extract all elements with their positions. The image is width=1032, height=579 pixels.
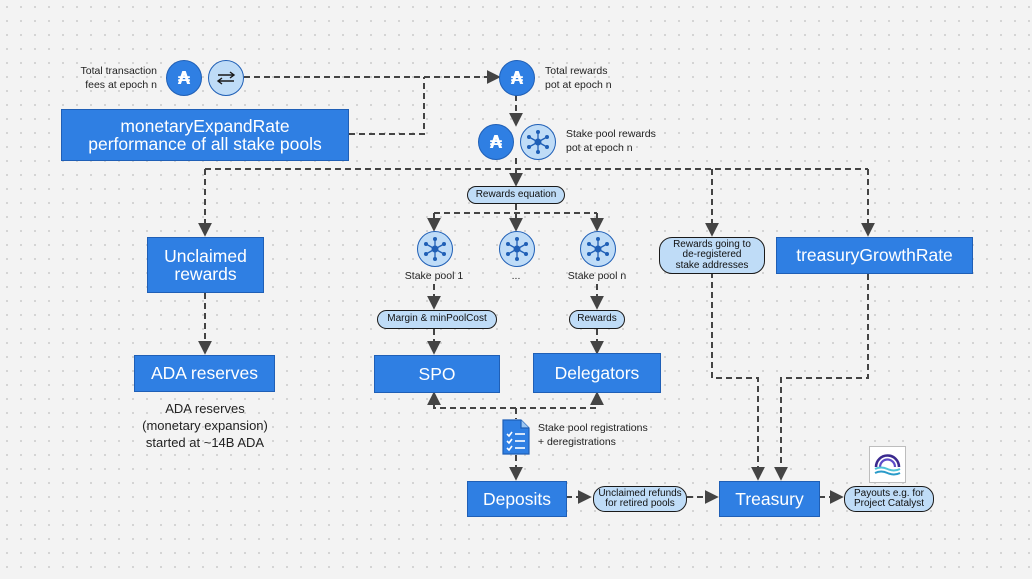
reserves-note-line2: (monetary expansion) xyxy=(142,417,268,433)
rewards-pill: Rewards xyxy=(569,310,625,329)
stake-pool-n-label: Stake pool n xyxy=(567,270,627,282)
reserves-note-line1: ADA reserves xyxy=(165,401,245,416)
treasury-growth-box-text: treasuryGrowthRate xyxy=(796,245,953,266)
unclaimed-box-line2: rewards xyxy=(174,264,237,284)
deposits-box-text: Deposits xyxy=(482,488,552,509)
stake-pool-1-label: Stake pool 1 xyxy=(404,270,464,282)
project-catalyst-logo-icon xyxy=(869,446,906,483)
spo-box-text: SPO xyxy=(418,363,456,384)
fees-label-line1: Total transaction xyxy=(80,65,157,77)
stake-pool-network-icon xyxy=(520,124,556,160)
network-glyph xyxy=(587,237,609,261)
monetary-expand-rate-box: monetaryExpandRate performance of all st… xyxy=(61,109,349,161)
ada-coin-icon: ₳ xyxy=(166,60,202,96)
ada-reserves-box: ADA reserves xyxy=(134,355,275,392)
fees-label: Total transaction fees at epoch n xyxy=(60,65,157,92)
deregistered-line3: stake addresses xyxy=(675,259,749,271)
catalyst-glyph xyxy=(874,454,901,476)
arrow-growth-to-treasury xyxy=(774,274,869,481)
transfer-arrows-icon xyxy=(208,60,244,96)
rewards-pot-label-line1: Total rewards xyxy=(545,65,608,77)
stake-pool-network-icon xyxy=(499,231,535,267)
registrations-label: Stake pool registrations + deregistratio… xyxy=(538,422,648,449)
rewards-equation-pill: Rewards equation xyxy=(467,186,565,204)
delegators-box-text: Delegators xyxy=(554,362,640,383)
network-glyph xyxy=(506,237,528,261)
treasury-box: Treasury xyxy=(719,481,820,517)
spo-box: SPO xyxy=(374,355,500,393)
deregistered-line1: Rewards going to xyxy=(673,238,751,250)
treasury-growth-rate-box: treasuryGrowthRate xyxy=(776,237,973,274)
margin-min-pool-cost-pill: Margin & minPoolCost xyxy=(377,310,497,329)
rewards-pot-label-line2: pot at epoch n xyxy=(545,78,612,91)
monetary-box-line2: performance of all stake pools xyxy=(88,134,322,154)
deposits-box: Deposits xyxy=(467,481,567,517)
ada-glyph: ₳ xyxy=(177,67,191,89)
ada-coin-icon: ₳ xyxy=(478,124,514,160)
unclaimed-rewards-box: Unclaimed rewards xyxy=(147,237,264,293)
ada-coin-icon: ₳ xyxy=(499,60,535,96)
treasury-box-text: Treasury xyxy=(735,488,804,509)
refunds-line1: Unclaimed refunds xyxy=(598,487,682,499)
connector-monetary-to-rewards xyxy=(349,77,425,135)
rewards-pot-label: Total rewards pot at epoch n xyxy=(545,65,612,92)
document-checklist-icon xyxy=(502,419,530,455)
registrations-label-line1: Stake pool registrations xyxy=(538,422,648,434)
refunds-line2: for retired pools xyxy=(605,498,675,509)
ada-glyph: ₳ xyxy=(510,67,524,89)
payouts-pill: Payouts e.g. for Project Catalyst xyxy=(844,486,934,512)
unclaimed-refunds-pill: Unclaimed refunds for retired pools xyxy=(593,486,687,512)
arrow-deregistered-to-treasury xyxy=(711,272,765,481)
stake-pool-network-icon xyxy=(417,231,453,267)
unclaimed-box-line1: Unclaimed xyxy=(164,245,247,266)
transfer-arrows-glyph xyxy=(216,71,236,85)
ada-reserves-box-text: ADA reserves xyxy=(151,363,258,384)
reserves-note-line3: started at ~14B ADA xyxy=(145,434,265,450)
spo-delegators-link xyxy=(427,391,604,409)
margin-text: Margin & minPoolCost xyxy=(387,313,487,325)
monetary-box-line1: monetaryExpandRate xyxy=(120,115,290,136)
payouts-line1: Payouts e.g. for xyxy=(853,487,925,499)
stake-pool-rewards-label: Stake pool rewards pot at epoch n xyxy=(566,128,656,155)
rewards-equation-text: Rewards equation xyxy=(475,188,557,200)
deregistered-line2: de-registered xyxy=(682,249,742,261)
fees-label-line2: fees at epoch n xyxy=(85,78,157,91)
ada-glyph: ₳ xyxy=(489,131,503,153)
deregistered-rewards-pill: Rewards going to de-registered stake add… xyxy=(659,237,765,274)
reserves-note: ADA reserves (monetary expansion) starte… xyxy=(120,401,290,452)
stake-pool-rewards-label-line1: Stake pool rewards xyxy=(566,128,656,140)
stake-pool-rewards-label-line2: pot at epoch n xyxy=(566,141,633,154)
network-glyph xyxy=(527,130,549,154)
network-glyph xyxy=(424,237,446,261)
delegators-box: Delegators xyxy=(533,353,661,393)
stake-pool-dots-label: ... xyxy=(511,270,521,282)
stake-pool-network-icon xyxy=(580,231,616,267)
rewards-pill-text: Rewards xyxy=(577,313,617,325)
registrations-label-line2: + deregistrations xyxy=(538,435,616,448)
payouts-line2: Project Catalyst xyxy=(853,498,925,509)
